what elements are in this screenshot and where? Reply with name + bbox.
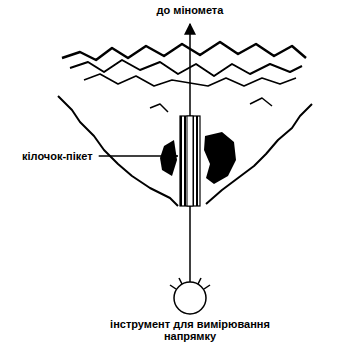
ridge-line (62, 42, 306, 60)
tick (198, 278, 201, 284)
dark-patch (160, 140, 177, 176)
slopes (58, 96, 312, 206)
stake-label: кілочок-пікет (20, 150, 95, 162)
tick (170, 285, 176, 289)
instrument-label: інструмент для вимірювання напрямку (108, 318, 272, 342)
ridge-line (70, 60, 302, 76)
ridge (62, 42, 306, 86)
slope-mark (250, 98, 272, 106)
instrument-symbol (174, 282, 206, 314)
leader-line (99, 155, 178, 157)
slope-mark (150, 104, 168, 112)
stake (180, 116, 200, 206)
stake-face (187, 116, 193, 206)
target-label: до мінометa (155, 4, 226, 16)
dark-patch (204, 132, 236, 184)
leader-head (170, 152, 178, 160)
tick (204, 285, 210, 289)
tick (179, 278, 182, 284)
